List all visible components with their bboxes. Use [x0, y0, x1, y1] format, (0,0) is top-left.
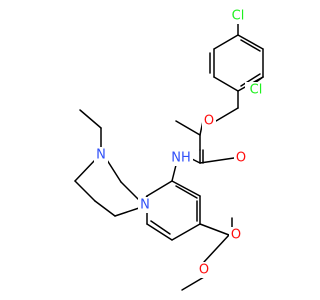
amide-nh-group: NH: [171, 151, 191, 166]
bond: [94, 200, 116, 217]
chlorine-atom-ring: Cl: [250, 83, 263, 98]
bond: [171, 180, 201, 197]
bond: [213, 76, 239, 92]
bond: [203, 234, 230, 263]
amide-oxygen-atom: O: [236, 151, 246, 166]
bond: [181, 276, 205, 291]
ether-oxygen-atom: O: [204, 114, 214, 129]
bond: [171, 223, 201, 241]
bond: [171, 164, 177, 182]
double-bond: [175, 185, 198, 199]
bond: [74, 159, 96, 182]
bond: [199, 157, 235, 164]
bond: [114, 207, 140, 217]
bond: [74, 180, 96, 202]
bond: [120, 181, 142, 203]
bond: [215, 107, 239, 122]
bond: [237, 34, 264, 50]
chlorine-atom-top: Cl: [232, 9, 245, 24]
piperazine-nitrogen-aryl: N: [140, 198, 150, 213]
piperazine-nitrogen-ethyl: N: [96, 148, 106, 163]
bond: [199, 223, 230, 236]
ester-methoxy-oxygen-atom: O: [199, 263, 209, 278]
bond: [213, 34, 239, 50]
bond: [146, 180, 173, 197]
molecule-diagram: Cl Cl O NH O N N O O: [74, 8, 267, 291]
double-bond: [150, 220, 171, 235]
double-bond: [240, 73, 261, 87]
bond: [175, 120, 201, 136]
structure-canvas: Cl Cl O NH O N N O O: [74, 8, 267, 291]
ester-carbonyl-oxygen-atom: O: [231, 228, 241, 243]
double-bond: [240, 39, 261, 52]
bond: [146, 223, 173, 241]
bond: [79, 109, 102, 129]
atom-label-layer: Cl Cl O NH O N N O O: [94, 8, 267, 278]
bond: [106, 159, 122, 183]
